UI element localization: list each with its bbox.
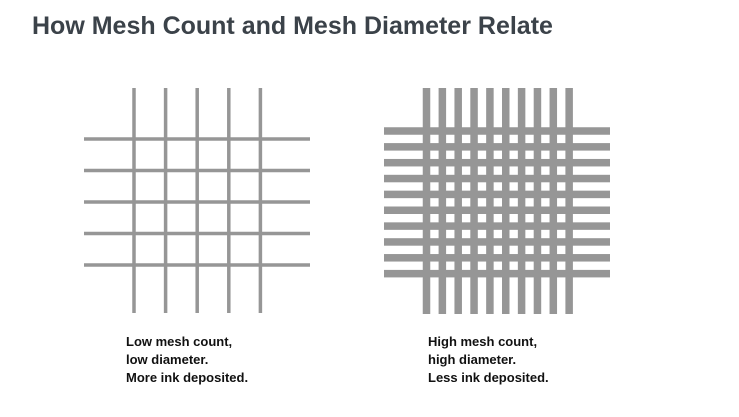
high-mesh-grid (384, 88, 610, 314)
vertical-thread (438, 88, 447, 314)
vertical-thread (549, 88, 558, 314)
caption-line: High mesh count, (428, 334, 538, 349)
horizontal-thread (384, 174, 610, 183)
vertical-thread (565, 88, 573, 314)
horizontal-thread (384, 238, 610, 246)
high-mesh-caption: High mesh count, high diameter. Less ink… (428, 333, 549, 387)
horizontal-thread (384, 269, 610, 278)
horizontal-thread (384, 158, 610, 167)
vertical-thread (195, 88, 199, 313)
page-title: How Mesh Count and Mesh Diameter Relate (32, 12, 553, 40)
vertical-thread (470, 88, 478, 314)
vertical-thread (517, 88, 526, 314)
horizontal-thread (384, 143, 610, 151)
caption-line: low diameter. (126, 352, 209, 367)
low-mesh-caption: Low mesh count, low diameter. More ink d… (126, 333, 248, 387)
vertical-thread (533, 88, 542, 314)
caption-line: Less ink deposited. (428, 370, 549, 385)
horizontal-thread (384, 254, 610, 262)
vertical-thread (163, 88, 168, 313)
vertical-thread (227, 88, 231, 313)
vertical-thread (132, 88, 136, 313)
low-mesh-grid (84, 88, 310, 313)
horizontal-thread (384, 206, 610, 214)
caption-line: More ink deposited. (126, 370, 249, 385)
horizontal-thread (384, 190, 610, 199)
caption-line: Low mesh count, (126, 334, 233, 349)
horizontal-thread (384, 127, 610, 135)
horizontal-thread (384, 222, 610, 230)
vertical-thread (502, 88, 510, 314)
caption-line: high diameter. (428, 352, 517, 367)
vertical-thread (258, 88, 263, 313)
vertical-thread (454, 88, 462, 314)
vertical-thread (422, 88, 431, 314)
vertical-thread (486, 88, 494, 314)
